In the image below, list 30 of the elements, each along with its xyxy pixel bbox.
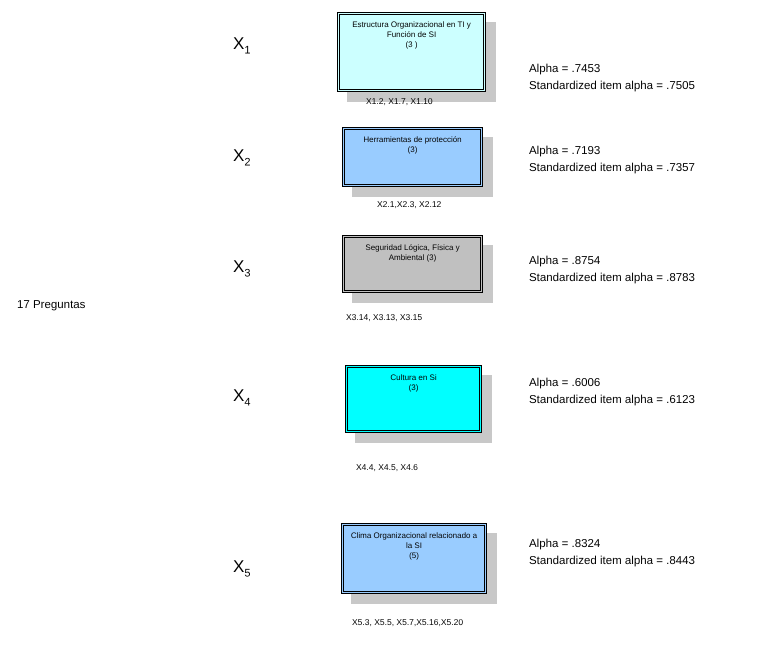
item-count: (5) — [408, 551, 420, 561]
standardized-alpha-value: Standardized item alpha = .8783 — [529, 272, 695, 284]
standardized-alpha-value: Standardized item alpha = .7505 — [529, 80, 695, 92]
variable-label: X$_{4}$ — [233, 386, 250, 408]
item-count: (3) — [406, 145, 418, 155]
variable-label: X$_{2}$ — [233, 146, 250, 168]
item-list: X1.2, X1.7, X1.10 — [366, 96, 433, 106]
question-count: 17 Preguntas — [17, 299, 86, 311]
standardized-alpha-value: Standardized item alpha = .7357 — [529, 162, 695, 174]
item-list: X2.1,X2.3, X2.12 — [377, 199, 442, 209]
alpha-value: Alpha = .6006 — [529, 377, 600, 389]
alpha-value: Alpha = .7193 — [529, 145, 600, 157]
factor-name: Seguridad Lógica, Física y Ambiental (3) — [364, 243, 461, 263]
alpha-value: Alpha = .8324 — [529, 538, 600, 550]
item-list: X5.3, X5.5, X5.7,X5.16,X5.20 — [352, 617, 464, 627]
item-count: (3 ) — [404, 40, 418, 50]
factor-name: Clima Organizacional relacionado a la SI — [350, 531, 478, 551]
factor-name: Herramientas de protección — [362, 135, 463, 145]
alpha-value: Alpha = .8754 — [529, 255, 600, 267]
item-count: (3) — [408, 383, 420, 393]
factor-name: Estructura Organizacional en TI y Función de SI — [351, 20, 472, 40]
alpha-value: Alpha = .7453 — [529, 63, 600, 75]
variable-label: X$_{1}$ — [233, 34, 250, 56]
item-list: X4.4, X4.5, X4.6 — [356, 462, 418, 472]
variable-label: X$_{5}$ — [233, 557, 250, 580]
standardized-alpha-value: Standardized item alpha = .6123 — [529, 394, 695, 406]
factor-name: Cultura en Si — [389, 373, 438, 383]
standardized-alpha-value: Standardized item alpha = .8443 — [529, 555, 695, 567]
item-list: X3.14, X3.13, X3.15 — [346, 312, 422, 322]
variable-label: X$_{3}$ — [233, 257, 250, 280]
